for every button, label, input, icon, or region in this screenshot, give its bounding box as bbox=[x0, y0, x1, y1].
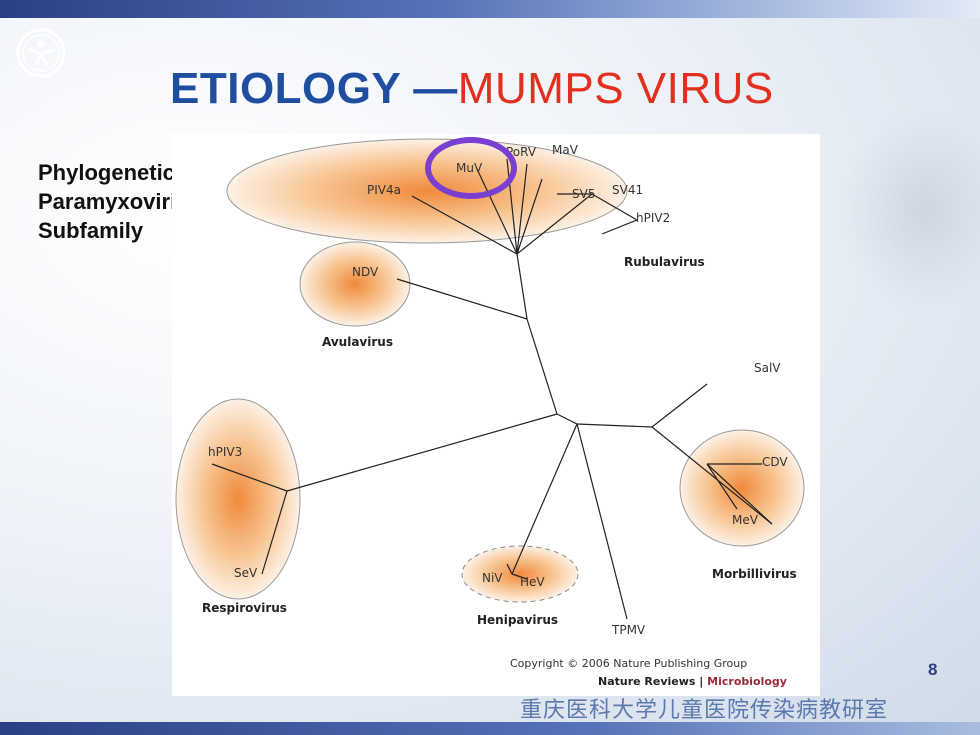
department-footer: 重庆医科大学儿童医院传染病教研室 bbox=[520, 698, 889, 723]
phylogenetic-tree-figure: MuV PoRV MaV PIV4a SV5 SV41 hPIV2 NDV hP… bbox=[172, 134, 820, 696]
figure-journal: Nature Reviews | Microbiology bbox=[598, 675, 787, 688]
leaf-hev: HeV bbox=[520, 575, 545, 589]
page-number: 8 bbox=[928, 660, 938, 679]
leaf-mav: MaV bbox=[552, 143, 579, 157]
figure-copyright: Copyright © 2006 Nature Publishing Group bbox=[510, 657, 747, 670]
leaf-mev: MeV bbox=[732, 513, 759, 527]
title-dash: — bbox=[413, 64, 458, 113]
bottom-banner-bar bbox=[0, 722, 980, 735]
leaf-piv4a: PIV4a bbox=[367, 183, 401, 197]
genus-morbillivirus: Morbillivirus bbox=[712, 567, 797, 581]
genus-respirovirus: Respirovirus bbox=[202, 601, 287, 615]
title-highlight: MUMPS VIRUS bbox=[457, 64, 774, 113]
henipavirus-cluster bbox=[461, 545, 579, 603]
hospital-logo-icon bbox=[16, 28, 66, 78]
morbillivirus-cluster bbox=[679, 429, 805, 547]
leaf-salv: SalV bbox=[754, 361, 781, 375]
leaf-sv41: SV41 bbox=[612, 183, 643, 197]
genus-henipavirus: Henipavirus bbox=[477, 613, 558, 627]
muv-highlight-circle bbox=[425, 137, 517, 199]
caption-part-a: Paramyxoviri bbox=[38, 189, 177, 214]
tree-branches bbox=[211, 158, 773, 620]
genus-rubulavirus: Rubulavirus bbox=[624, 255, 705, 269]
journal-section: Microbiology bbox=[707, 675, 787, 688]
leaf-niv: NiV bbox=[482, 571, 503, 585]
leaf-sev: SeV bbox=[234, 566, 258, 580]
slide-title: ETIOLOGY —MUMPS VIRUS bbox=[170, 64, 774, 114]
leaf-hpiv2: hPIV2 bbox=[636, 211, 670, 225]
top-banner-bar bbox=[0, 0, 980, 18]
avulavirus-cluster bbox=[299, 241, 411, 327]
journal-name: Nature Reviews | bbox=[598, 675, 707, 688]
genus-avulavirus: Avulavirus bbox=[322, 335, 393, 349]
leaf-ndv: NDV bbox=[352, 265, 379, 279]
leaf-cdv: CDV bbox=[762, 455, 788, 469]
caption-line-3: Subfamily bbox=[38, 218, 144, 243]
leaf-hpiv3: hPIV3 bbox=[208, 445, 242, 459]
leaf-sv5: SV5 bbox=[572, 187, 595, 201]
title-main: ETIOLOGY bbox=[170, 64, 401, 113]
leaf-tpmv: TPMV bbox=[611, 623, 646, 637]
tree-svg: MuV PoRV MaV PIV4a SV5 SV41 hPIV2 NDV hP… bbox=[175, 138, 805, 688]
stethoscope-image bbox=[840, 110, 980, 310]
